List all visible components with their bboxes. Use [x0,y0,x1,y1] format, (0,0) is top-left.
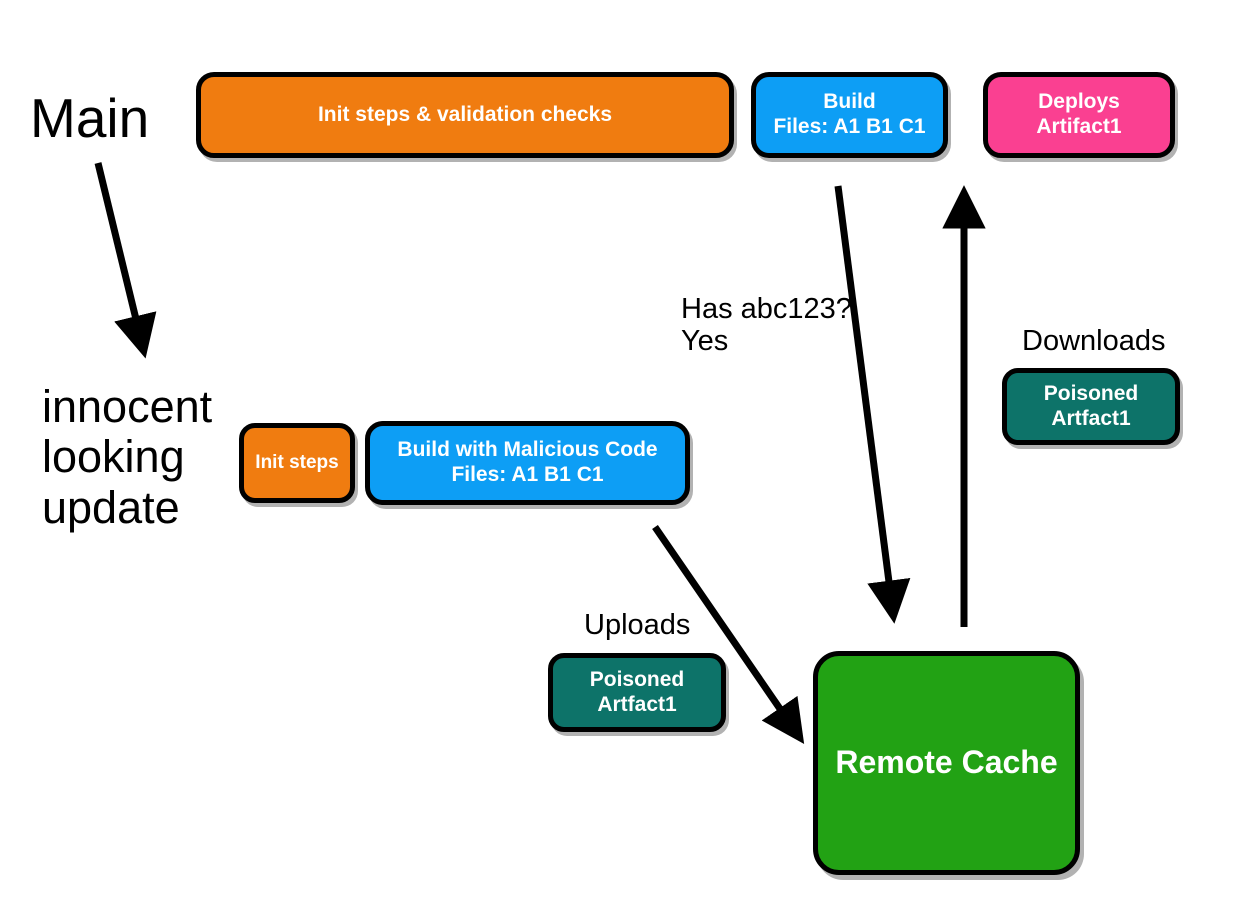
edge-label-downloads: Downloads [1022,325,1166,357]
arrow-main-to-feature [94,162,157,359]
node-remote-cache[interactable]: Remote Cache [813,651,1080,875]
node-init-steps[interactable]: Init steps [239,423,355,503]
node-build-main[interactable]: Build Files: A1 B1 C1 [751,72,948,158]
node-poisoned-artifact-downloaded[interactable]: Poisoned Artfact1 [1002,368,1180,445]
node-poisoned-artifact-uploaded[interactable]: Poisoned Artfact1 [548,653,726,732]
node-build-with-malicious-code[interactable]: Build with Malicious Code Files: A1 B1 C… [365,421,690,505]
edge-label-cache-lookup: Has abc123? Yes [681,293,852,358]
lane-label-main: Main [30,87,150,149]
lane-label-feature: innocent looking update [42,381,213,533]
edge-label-uploads: Uploads [584,609,691,641]
arrow-build-to-cache [834,185,911,624]
node-init-steps-and-validation-checks[interactable]: Init steps & validation checks [196,72,734,158]
node-deploys-artifact1[interactable]: Deploys Artifact1 [983,72,1175,158]
